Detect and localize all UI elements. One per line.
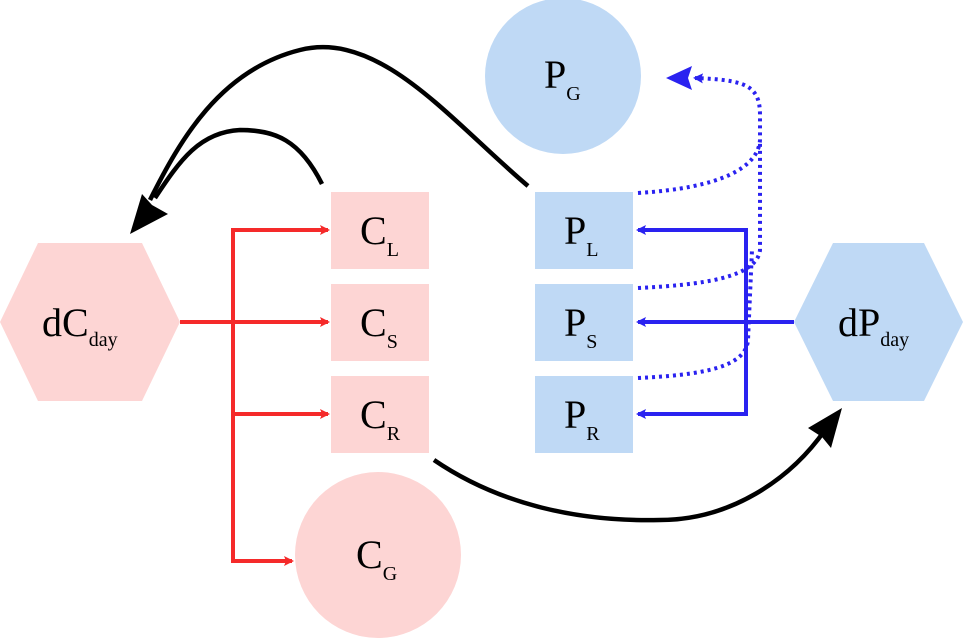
dc-day-arrowhead (130, 194, 168, 234)
dc-day-label: dCday (42, 300, 118, 351)
c-g-label: CG (356, 532, 397, 585)
p-g-circle (485, 0, 641, 154)
phosphorus-retranslocation-arrows (637, 73, 762, 380)
p-l-label: PL (564, 208, 598, 261)
c-r-label: CR (360, 392, 401, 445)
c-l-box (331, 192, 429, 269)
dp-day-arrowhead (808, 408, 842, 448)
dc-day-hexagon (0, 243, 180, 401)
p-g-label: PG (544, 52, 581, 105)
p-s-box (535, 284, 633, 361)
dp-day-label: dPday (838, 300, 909, 351)
c-s-label: CS (360, 300, 398, 353)
c-l-label: CL (360, 208, 399, 261)
c-s-box (331, 284, 429, 361)
phosphorus-allocation-arrows (636, 225, 794, 419)
carbon-allocation-arrows (180, 225, 330, 566)
p-s-label: PS (564, 300, 597, 353)
dp-day-hexagon (794, 243, 963, 401)
pg-arrowhead (666, 66, 692, 90)
p-l-box (535, 192, 633, 269)
flux-arrows (147, 44, 827, 523)
p-r-label: PR (564, 392, 600, 445)
p-r-box (535, 376, 633, 453)
c-g-circle (295, 472, 461, 638)
c-r-box (331, 376, 429, 453)
